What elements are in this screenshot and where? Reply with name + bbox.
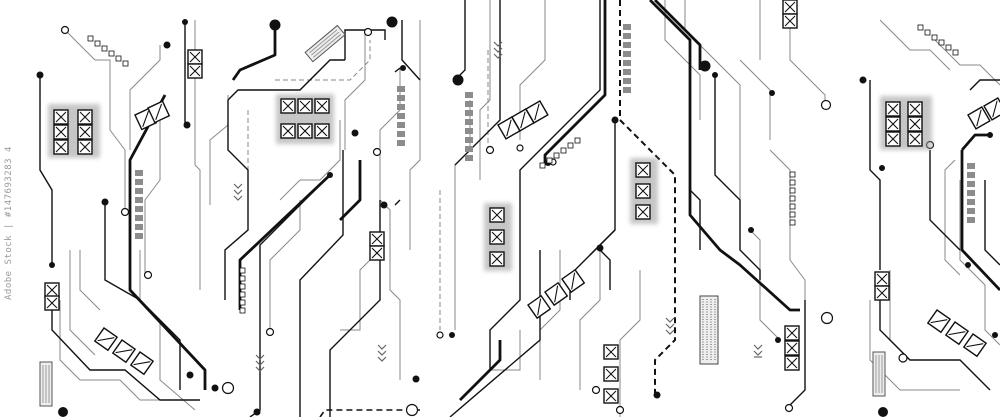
solid-pads	[36, 16, 998, 417]
diode-row-d	[94, 327, 154, 375]
dashed-thick-trace	[619, 0, 676, 395]
diode-row-b	[497, 100, 549, 140]
chip-grid-right	[880, 96, 932, 150]
chip-grid-center	[276, 94, 334, 144]
chip-stack-e	[784, 325, 800, 371]
chip-grid-left	[48, 104, 100, 158]
chip-stack-a	[484, 203, 512, 271]
connector-strips	[39, 24, 886, 407]
dashed-bottom-trace	[319, 409, 420, 417]
grey-bar-segments	[135, 24, 975, 239]
stock-side-text: Adobe Stock | #147693283 4	[4, 146, 14, 300]
diode-row-f	[967, 97, 1000, 130]
chip-stack-b	[630, 158, 658, 224]
thick-traces	[128, 0, 1000, 401]
chip-stack-c	[603, 344, 619, 404]
dashed-traces	[247, 40, 489, 330]
diode-row-e	[927, 309, 987, 357]
diode-row-c	[527, 269, 585, 319]
chip-stack-d	[782, 0, 798, 29]
hollow-square-strings	[87, 24, 959, 314]
dark-traces	[39, 0, 1000, 417]
diode-row-a	[134, 100, 170, 131]
small-xbox-parts	[44, 49, 890, 311]
chevron-arrow-icons	[233, 41, 763, 372]
